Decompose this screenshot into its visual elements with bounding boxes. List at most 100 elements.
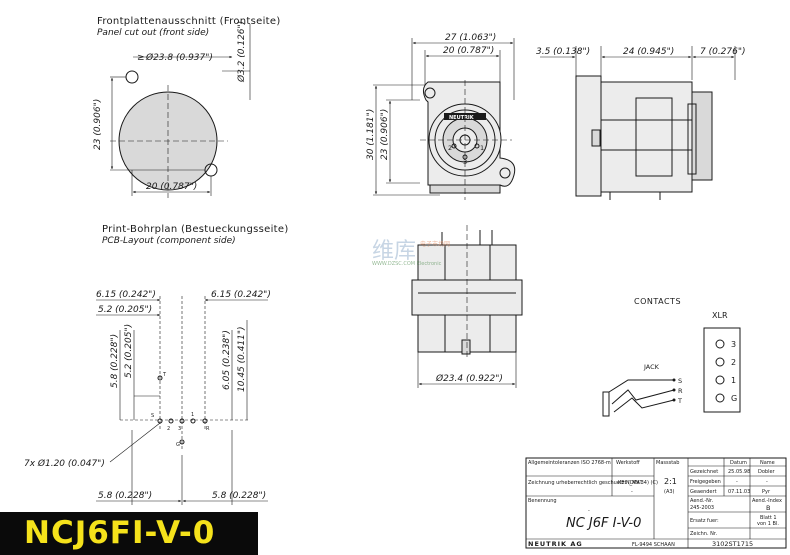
pcb-dim-1045-v: 10.45 (0.411")	[237, 326, 247, 392]
tb-benennung-value: NC J6F I-V-0	[566, 516, 641, 531]
tb-aend-nr-value: 245-2003	[690, 505, 714, 511]
tb-ersatz-label: Ersatz fuer:	[690, 518, 719, 524]
tb-datum-label: Datum	[730, 460, 747, 466]
pcb-dim-52-h: 5.2 (0.205")	[98, 305, 152, 315]
pcb-dim-615-left: 6.15 (0.242")	[96, 290, 156, 300]
xlr-pin-1: 1	[731, 376, 736, 385]
jack-pin-s: S	[678, 377, 682, 385]
pcb-layout-view: Print-Bohrplan (Bestueckungsseite) PCB-L…	[24, 224, 289, 505]
pcb-dim-615-right: 6.15 (0.242")	[211, 290, 271, 300]
tb-aend-index-label: Aend.-Index	[752, 498, 782, 504]
tb-geaendert-date: 07.11.03	[728, 489, 750, 495]
pcb-pin-g: G	[176, 442, 180, 448]
front-dim-20: 20 (0.787")	[443, 46, 494, 56]
panel-dim-diameter: Ø23.8 (0.937")	[145, 52, 213, 63]
tb-benennung-dash: -	[588, 508, 590, 514]
front-dim-27: 27 (1.063")	[445, 33, 496, 43]
tb-werkstoff-value: KEIN_MAT	[618, 480, 643, 486]
bottom-view: Ø23.4 (0.922")	[411, 225, 523, 388]
pcb-hole-1	[190, 418, 196, 424]
panel-dim-height: 23 (0.906")	[93, 99, 103, 150]
tb-gezeichnet-date: 25.05.98	[728, 469, 750, 475]
xlr-pin-g: G	[731, 394, 737, 403]
side-body	[600, 81, 693, 193]
pcb-dim-52-v: 5.2 (0.205")	[124, 324, 134, 378]
jack-symbol	[602, 391, 610, 417]
xlr-pin-2: 2	[731, 358, 736, 367]
contacts-section: CONTACTS XLR 3 2 1 G JACK S R T	[602, 297, 741, 417]
side-dim-24: 24 (0.945")	[623, 47, 674, 57]
pcb-hole-3	[179, 418, 185, 424]
part-number-banner: NCJ6FI-V-0	[0, 512, 258, 555]
tb-blatt-value: von 1 Bl.	[757, 521, 779, 527]
pcb-hole-g	[179, 439, 185, 445]
watermark: 维库 电子市场网 WWW.DZSC.COM Electronic	[372, 239, 450, 267]
front-pin-1: 1	[480, 144, 484, 152]
tb-name-label: Name	[760, 460, 775, 466]
pcb-hole-2	[168, 418, 174, 424]
pcb-hole-r	[202, 418, 208, 424]
panel-hole-top	[125, 70, 139, 84]
panel-title-en: Panel cut out (front side)	[97, 28, 209, 38]
front-dim-30: 30 (1.181")	[366, 109, 376, 160]
tb-company-address: FL-9494 SCHAAN	[632, 542, 675, 548]
side-view: 3.5 (0.138") 24 (0.945") 7 (0.276")	[536, 46, 746, 200]
pcb-title-en: PCB-Layout (component side)	[102, 236, 236, 246]
watermark-top: 维库	[372, 239, 416, 264]
tb-aend-nr-label: Aend.-Nr.	[690, 498, 713, 504]
contacts-xlr-label: XLR	[712, 311, 728, 320]
panel-cutout-view: Frontplattenausschnitt (Frontseite) Pane…	[93, 16, 281, 198]
tb-geaendert-name: Pyr	[762, 489, 771, 495]
tb-geaendert-label: Geaendert	[690, 489, 717, 495]
panel-dim-prefix: ≥	[137, 53, 145, 63]
front-view: 27 (1.063") 20 (0.787") 30 (1.181") 23 (…	[366, 33, 516, 200]
front-dim-23: 23 (0.906")	[380, 109, 390, 160]
jack-pin-r: R	[678, 387, 683, 395]
tb-company: NEUTRIK AG	[528, 540, 583, 548]
jack-pin-t: T	[677, 397, 682, 405]
pcb-hole-t	[157, 375, 163, 381]
tb-tolerance: Allgemeintoleranzen ISO 2768-m	[528, 460, 611, 466]
tb-massstab-value: 2:1	[664, 477, 677, 486]
tb-gezeichnet-name: Dobler	[758, 469, 776, 475]
pcb-dim-605-v: 6.05 (0.238")	[222, 330, 232, 390]
pcb-pin-r: R	[206, 426, 210, 432]
contacts-title: CONTACTS	[634, 297, 681, 306]
title-block: Allgemeintoleranzen ISO 2768-m Zeichnung…	[525, 457, 787, 549]
xlr-pin-3: 3	[731, 340, 736, 349]
tb-freigegeben-label: Freigegeben	[690, 479, 721, 485]
tb-werkstoff-dash: -	[631, 489, 633, 495]
side-rear	[691, 91, 713, 181]
pcb-pin-2: 2	[167, 426, 170, 432]
pcb-pin-1: 1	[191, 412, 194, 418]
panel-title-de: Frontplattenausschnitt (Frontseite)	[97, 16, 281, 27]
side-dim-7: 7 (0.276")	[700, 47, 746, 57]
panel-dim-hole: Ø3.2 (0.126")	[236, 21, 247, 83]
side-dim-35: 3.5 (0.138")	[536, 47, 590, 57]
front-pin-2: 2	[448, 144, 452, 152]
front-brand: NEUTRIK	[449, 115, 475, 121]
pcb-title-de: Print-Bohrplan (Bestueckungsseite)	[102, 224, 289, 235]
tb-zeichn-value: 3102ST1715	[712, 540, 753, 548]
tb-freigegeben-date: -	[736, 479, 738, 485]
contacts-jack-label: JACK	[643, 363, 660, 371]
watermark-line2: WWW.DZSC.COM Electronic	[372, 261, 442, 267]
pcb-pin-3: 3	[178, 426, 181, 432]
pcb-dim-58-v: 5.8 (0.228")	[110, 334, 120, 388]
tb-gezeichnet-label: Gezeichnet	[690, 469, 718, 475]
watermark-sub: 电子市场网	[420, 240, 450, 248]
tb-zeichn-label: Zeichn. Nr.	[690, 531, 717, 537]
tb-benennung-label: Benennung	[528, 498, 557, 504]
bottom-dim-diameter: Ø23.4 (0.922")	[435, 373, 503, 384]
tb-massstab-size: (A3)	[664, 489, 675, 495]
panel-dim-width: 20 (0.787")	[146, 182, 197, 192]
tb-aend-index-value: B	[766, 504, 770, 512]
tb-copyright: Zeichnung urheberrechtlich geschuetzt (D…	[528, 480, 658, 486]
pcb-dim-bottom-left: 5.8 (0.228")	[98, 491, 152, 501]
tb-massstab-label: Massstab	[656, 460, 679, 466]
pcb-pin-t: T	[162, 372, 167, 378]
pcb-hole-note: 7x Ø1.20 (0.047")	[24, 458, 105, 469]
pcb-dim-bottom-right: 5.8 (0.228")	[212, 491, 266, 501]
xlr-contact-block	[703, 327, 741, 413]
